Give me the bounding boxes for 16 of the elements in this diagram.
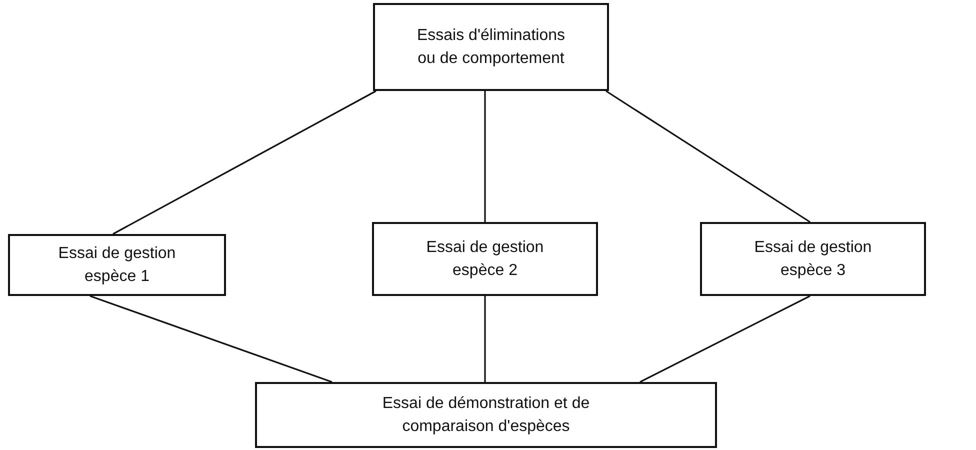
connector-line	[484, 91, 486, 222]
connector-line	[484, 296, 486, 382]
box-label: Essai de gestion espèce 3	[753, 238, 873, 281]
connector-line	[112, 90, 376, 235]
process-box	[372, 222, 598, 296]
connector-line	[90, 295, 332, 383]
process-box	[8, 234, 226, 296]
box-label: Essais d'éliminations ou de comportement	[416, 26, 566, 69]
connector-line	[640, 295, 810, 383]
process-box	[373, 3, 609, 91]
box-label: Essai de gestion espèce 1	[57, 244, 177, 287]
process-box	[700, 222, 926, 296]
box-label: Essai de démonstration et de comparaison d'espèces	[381, 394, 591, 437]
box-label: Essai de gestion espèce 2	[425, 238, 545, 281]
connector-line	[606, 90, 810, 223]
process-box	[255, 382, 717, 448]
